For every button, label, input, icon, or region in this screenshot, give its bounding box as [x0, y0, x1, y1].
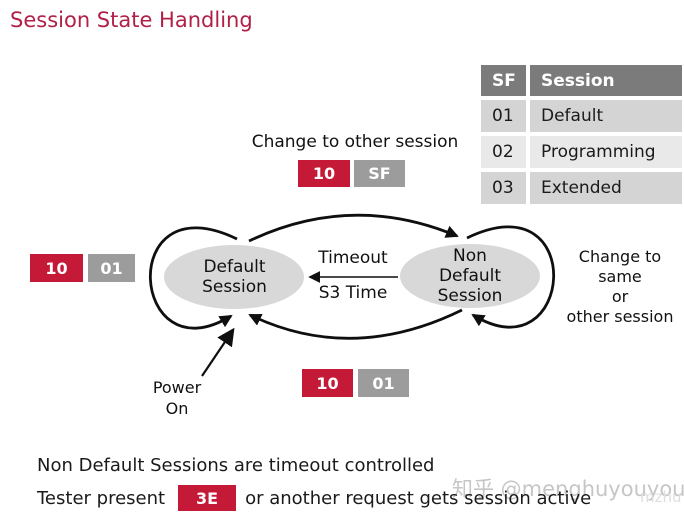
s3-time-label: S3 Time: [318, 283, 388, 303]
table-cell-session: Default: [530, 100, 682, 132]
label-line: On: [165, 399, 189, 418]
label-line: same: [598, 267, 642, 286]
session-table: SF Session 01 Default 02 Programming 03 …: [481, 65, 682, 204]
request-badges-left: 10 01: [30, 254, 135, 282]
service-id-badge: 10: [302, 369, 353, 397]
state-label-line: Session: [437, 286, 503, 306]
watermark-fragment: mzhu: [640, 488, 682, 506]
non-default-session-label: Non Default Session: [400, 246, 540, 306]
timeout-label: Timeout: [318, 248, 388, 268]
footer-note-tester-present: Tester present 3E or another request get…: [37, 485, 591, 511]
request-badges-top: 10 SF: [298, 160, 405, 187]
change-to-same-or-other-label: Change to same or other session: [556, 247, 684, 327]
footer-text-prefix: Tester present: [37, 487, 166, 509]
default-session-ellipse: [164, 245, 304, 309]
table-header-session: Session: [530, 65, 682, 96]
subfunction-badge: 01: [88, 254, 135, 282]
arrow-self-loop-non-default: [466, 225, 556, 329]
service-id-badge: 10: [30, 254, 83, 282]
watermark: 知乎 @menghuyouyou: [452, 477, 684, 501]
tester-present-badge: 3E: [178, 485, 237, 511]
arrow-return-to-default: [248, 308, 463, 340]
state-label-line: Default: [438, 266, 502, 286]
state-label-line: Session: [202, 277, 267, 297]
power-on-label: Power On: [146, 377, 208, 419]
table-cell-sf: 03: [481, 172, 526, 204]
subfunction-badge: 01: [358, 369, 409, 397]
service-id-badge: 10: [298, 160, 350, 187]
label-line: Change to: [578, 247, 662, 266]
arrow-self-loop-default: [148, 226, 238, 330]
footer-text-suffix: or another request gets session active: [245, 487, 592, 509]
non-default-session-ellipse: [400, 244, 540, 308]
arrow-change-to-other: [248, 213, 459, 243]
state-label-line: Default: [203, 257, 266, 277]
page-title: Session State Handling: [10, 8, 253, 32]
arrow-power-on: [201, 327, 235, 377]
request-badges-bottom: 10 01: [302, 369, 409, 397]
label-line: other session: [566, 307, 674, 326]
default-session-label: Default Session: [164, 257, 305, 297]
state-label-line: Non: [453, 246, 487, 266]
table-cell-sf: 01: [481, 100, 526, 132]
table-cell-sf: 02: [481, 136, 526, 168]
table-cell-session: Extended: [530, 172, 682, 204]
footer-note-timeout: Non Default Sessions are timeout control…: [37, 455, 435, 476]
subfunction-badge: SF: [354, 160, 405, 187]
table-cell-session: Programming: [530, 136, 682, 168]
table-header-sf: SF: [481, 65, 526, 96]
change-to-other-session-label: Change to other session: [251, 132, 459, 152]
label-line: or: [611, 287, 629, 306]
label-line: Power: [152, 378, 202, 397]
